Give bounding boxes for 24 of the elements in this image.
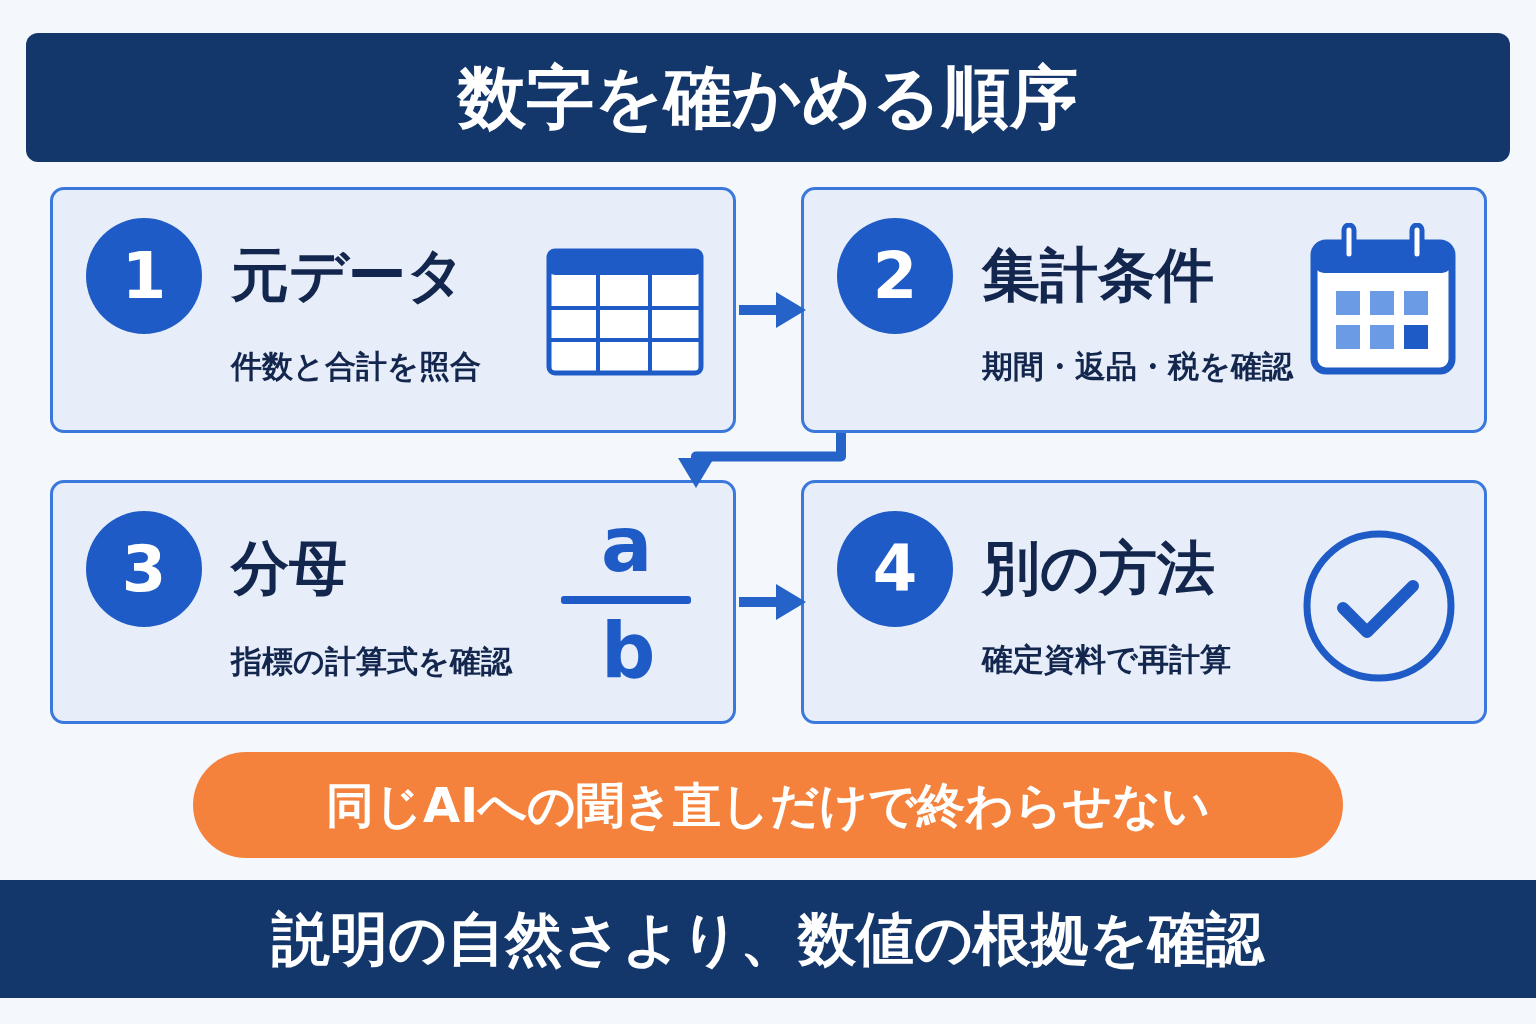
step-number: 4 [837,511,953,627]
denominator: b [601,611,656,691]
step-heading: 分母 [231,533,347,603]
conclusion-banner: 説明の自然さより、数値の根拠を確認 [0,880,1536,998]
arrow [678,433,846,488]
step-card [801,480,1487,724]
step-description: 件数と合計を照合 [231,347,481,386]
step-description: 指標の計算式を確認 [231,642,512,681]
arrow [739,584,806,620]
step-card [50,187,736,433]
arrow [739,292,806,328]
step-card [801,187,1487,433]
step-heading: 集計条件 [982,240,1214,310]
step-number: 3 [86,511,202,627]
step-number: 1 [86,218,202,334]
numerator: a [601,505,653,585]
step-heading: 別の方法 [982,533,1215,603]
step-description: 確定資料で再計算 [982,640,1231,679]
title-banner: 数字を確かめる順序 [26,33,1510,162]
step-description: 期間・返品・税を確認 [982,347,1293,386]
step-card [50,480,736,724]
warning-pill: 同じAIへの聞き直しだけで終わらせない [193,752,1343,858]
step-heading: 元データ [231,240,465,310]
step-number: 2 [837,218,953,334]
